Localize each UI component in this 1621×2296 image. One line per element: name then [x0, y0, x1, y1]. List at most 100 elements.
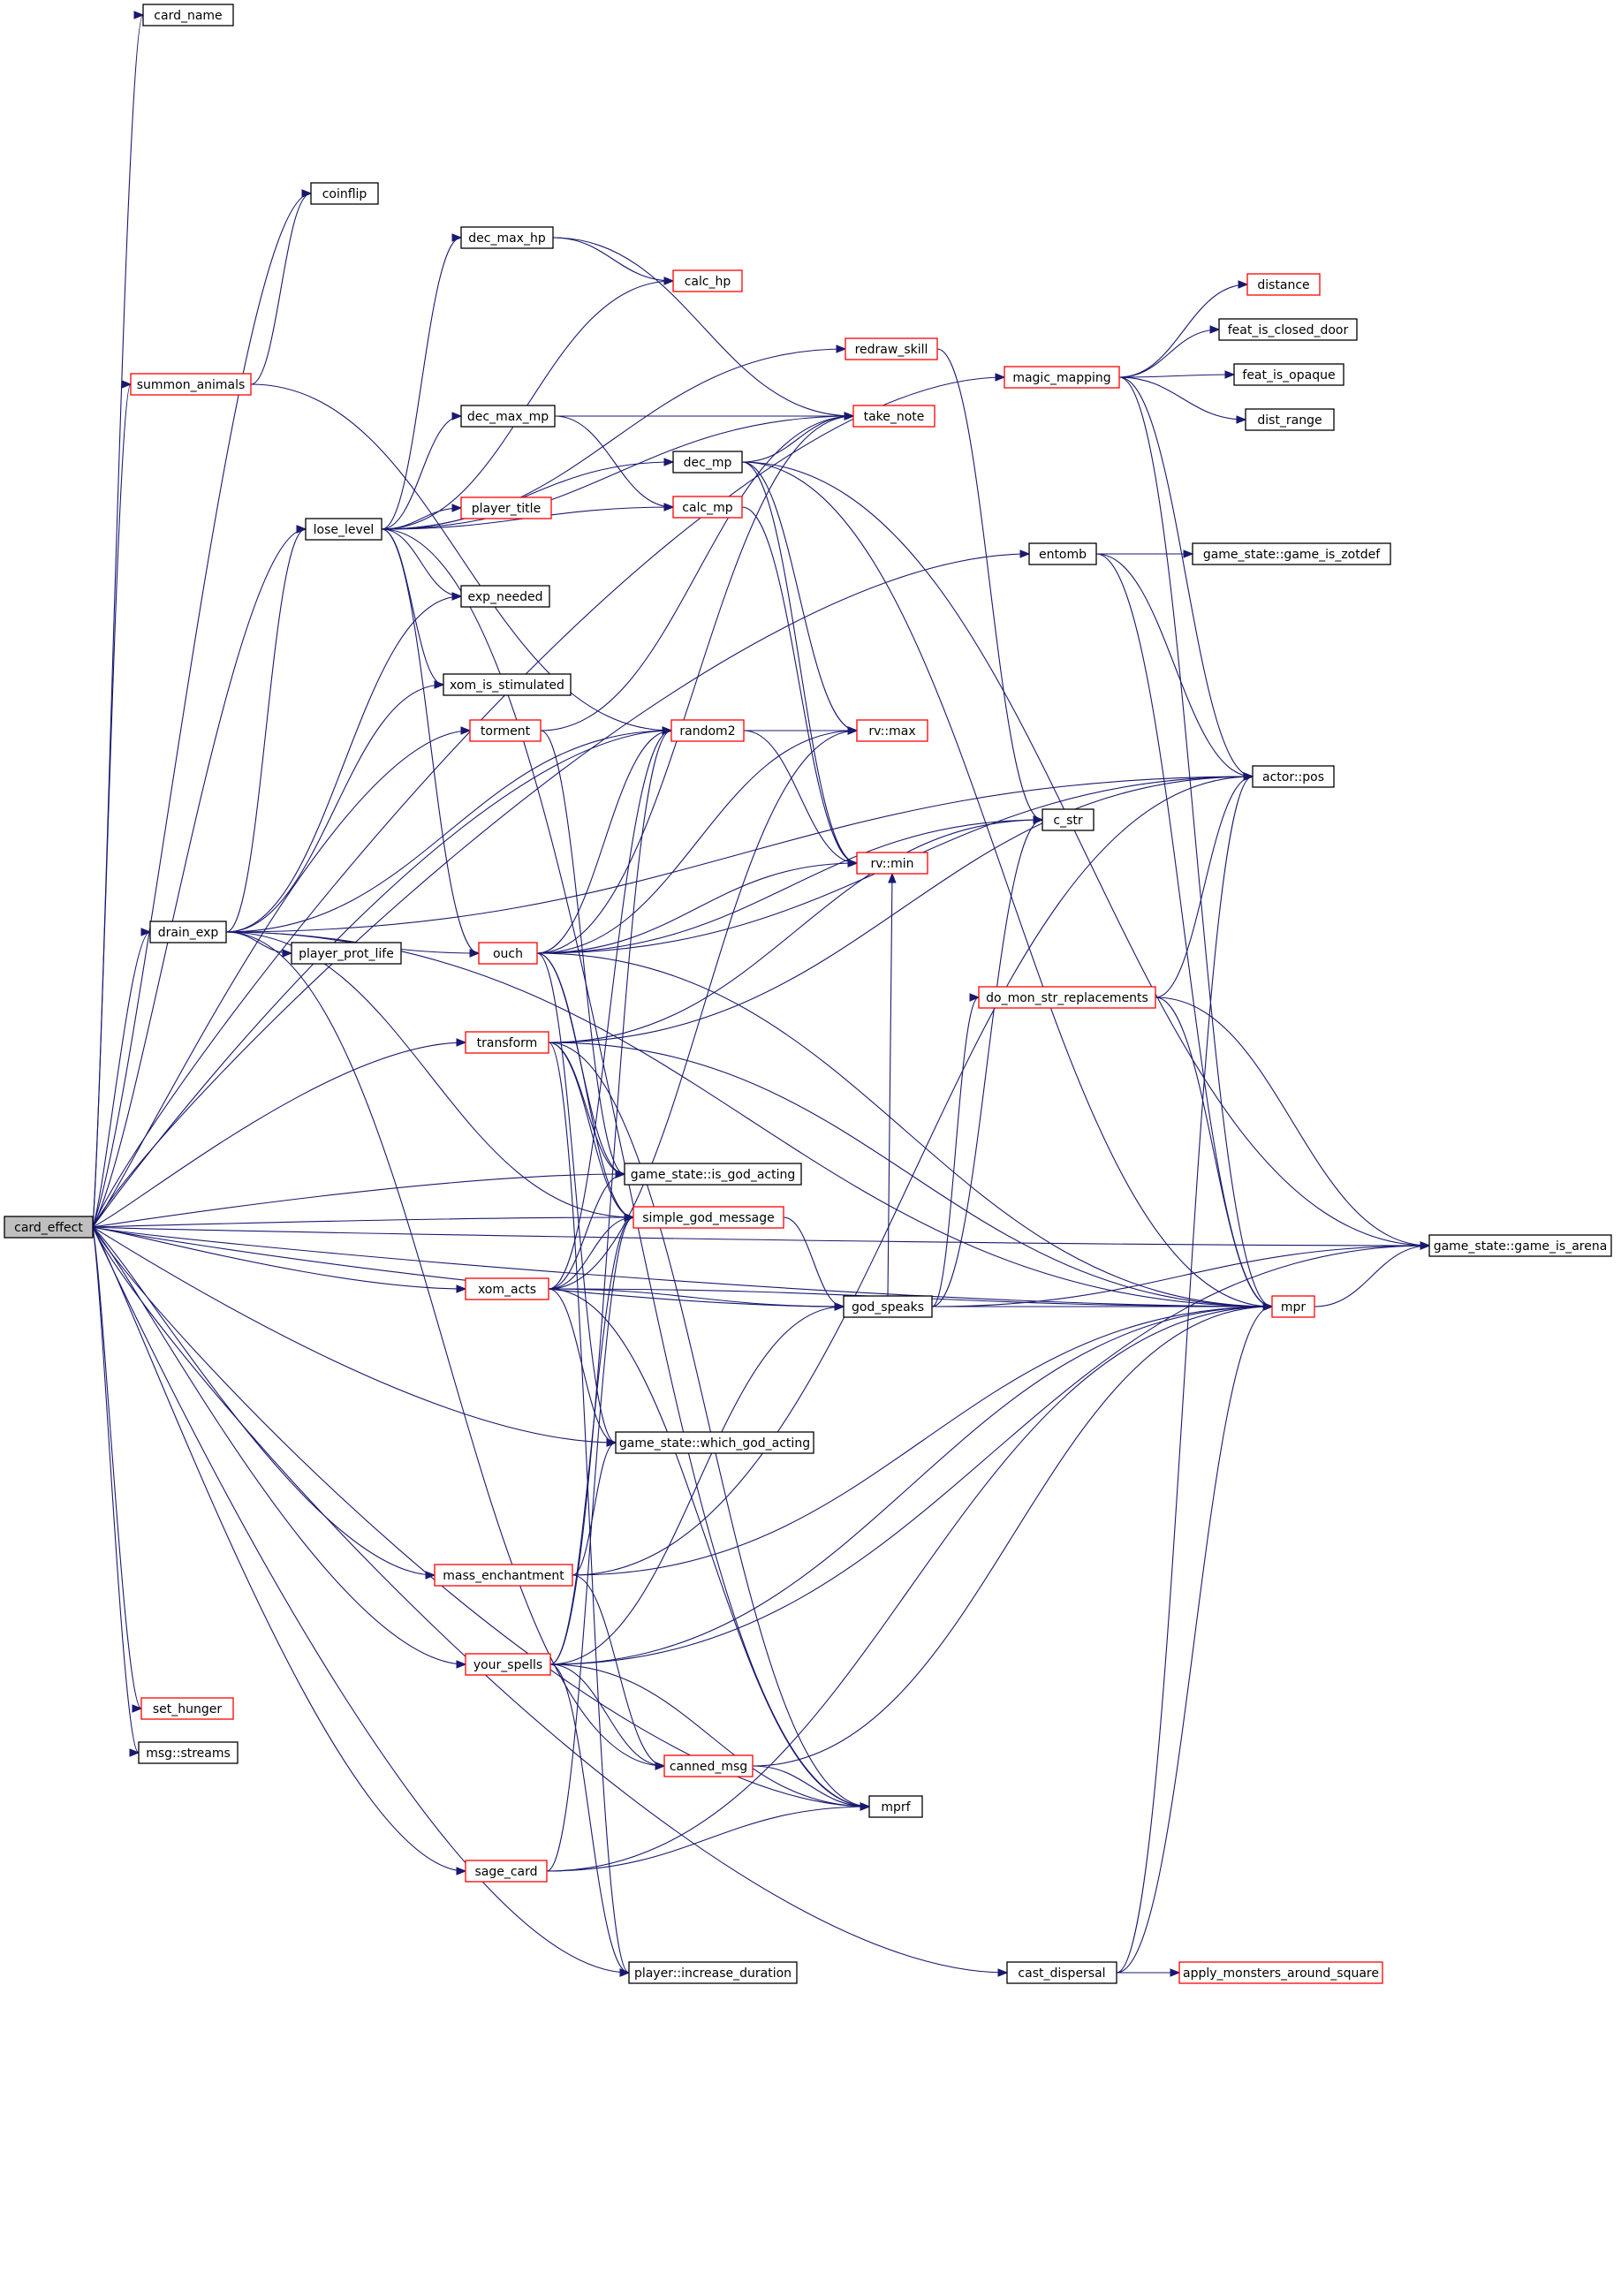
- node-is-god-acting[interactable]: game_state::is_god_acting: [624, 1163, 802, 1186]
- node-coinflip[interactable]: coinflip: [310, 182, 379, 205]
- node-box[interactable]: [460, 405, 556, 428]
- node-simple-god-message[interactable]: simple_god_message: [632, 1206, 784, 1229]
- node-box[interactable]: [465, 1653, 551, 1676]
- node-box[interactable]: [305, 518, 383, 541]
- node-box[interactable]: [149, 921, 227, 943]
- node-mass-enchantment[interactable]: mass_enchantment: [434, 1564, 573, 1587]
- node-box[interactable]: [142, 4, 234, 27]
- node-box[interactable]: [1006, 1961, 1117, 1984]
- node-god-speaks[interactable]: god_speaks: [843, 1295, 933, 1318]
- node-canned-msg[interactable]: canned_msg: [663, 1754, 754, 1777]
- node-box[interactable]: [632, 1206, 784, 1229]
- node-sage-card[interactable]: sage_card: [465, 1860, 548, 1883]
- node-box[interactable]: [478, 942, 538, 965]
- node-card-effect[interactable]: card_effect: [4, 1216, 94, 1239]
- node-summon-animals[interactable]: summon_animals: [130, 373, 252, 396]
- node-box[interactable]: [443, 673, 572, 696]
- node-take-note[interactable]: take_note: [852, 405, 935, 428]
- node-which-god-acting[interactable]: game_state::which_god_acting: [615, 1431, 814, 1454]
- node-apply-monsters[interactable]: apply_monsters_around_square: [1178, 1961, 1383, 1984]
- node-dec-max-hp[interactable]: dec_max_hp: [460, 226, 554, 249]
- node-box[interactable]: [663, 1754, 754, 1777]
- node-box[interactable]: [130, 373, 252, 396]
- node-rv-max[interactable]: rv::max: [856, 719, 928, 742]
- node-entomb[interactable]: entomb: [1028, 542, 1097, 565]
- node-card-name[interactable]: card_name: [142, 4, 234, 27]
- node-mpr[interactable]: mpr: [1271, 1295, 1315, 1318]
- node-box[interactable]: [856, 852, 928, 875]
- node-box[interactable]: [672, 451, 743, 474]
- node-box[interactable]: [1246, 273, 1321, 296]
- node-box[interactable]: [310, 182, 379, 205]
- node-random2[interactable]: random2: [670, 719, 745, 742]
- node-c-str[interactable]: c_str: [1042, 808, 1095, 831]
- node-box[interactable]: [1178, 1961, 1383, 1984]
- node-redraw-skill[interactable]: redraw_skill: [845, 337, 938, 360]
- node-feat-is-closed-door[interactable]: feat_is_closed_door: [1218, 318, 1358, 341]
- node-xom-is-stimulated[interactable]: xom_is_stimulated: [443, 673, 572, 696]
- node-box[interactable]: [1271, 1295, 1315, 1318]
- node-exp-needed[interactable]: exp_needed: [460, 585, 550, 608]
- node-box[interactable]: [460, 226, 554, 249]
- node-dec-max-mp[interactable]: dec_max_mp: [460, 405, 556, 428]
- node-dec-mp[interactable]: dec_mp: [672, 451, 743, 474]
- node-game-is-arena[interactable]: game_state::game_is_arena: [1428, 1234, 1612, 1257]
- node-box[interactable]: [460, 585, 550, 608]
- node-distance[interactable]: distance: [1246, 273, 1321, 296]
- node-cast-dispersal[interactable]: cast_dispersal: [1006, 1961, 1117, 1984]
- node-box[interactable]: [465, 1860, 548, 1883]
- node-lose-level[interactable]: lose_level: [305, 518, 383, 541]
- node-calc-hp[interactable]: calc_hp: [672, 269, 743, 292]
- node-torment[interactable]: torment: [469, 719, 542, 742]
- node-box[interactable]: [469, 719, 542, 742]
- node-box[interactable]: [670, 719, 745, 742]
- node-box[interactable]: [138, 1741, 239, 1764]
- node-box[interactable]: [1192, 542, 1391, 565]
- node-feat-is-opaque[interactable]: feat_is_opaque: [1233, 363, 1345, 386]
- node-box[interactable]: [856, 719, 928, 742]
- node-mprf[interactable]: mprf: [868, 1795, 923, 1818]
- node-box[interactable]: [1042, 808, 1095, 831]
- node-transform[interactable]: transform: [465, 1031, 549, 1054]
- node-box[interactable]: [1245, 408, 1335, 431]
- node-increase-duration[interactable]: player::increase_duration: [628, 1961, 798, 1984]
- node-rv-min[interactable]: rv::min: [856, 852, 928, 875]
- node-box[interactable]: [845, 337, 938, 360]
- node-box[interactable]: [978, 986, 1156, 1009]
- node-box[interactable]: [672, 269, 743, 292]
- node-box[interactable]: [1218, 318, 1358, 341]
- node-set-hunger[interactable]: set_hunger: [140, 1697, 234, 1720]
- node-box[interactable]: [628, 1961, 798, 1984]
- node-box[interactable]: [868, 1795, 923, 1818]
- node-box[interactable]: [460, 496, 552, 519]
- node-msg-streams[interactable]: msg::streams: [138, 1741, 239, 1764]
- node-player-prot-life[interactable]: player_prot_life: [291, 942, 402, 965]
- node-actor-pos[interactable]: actor::pos: [1252, 765, 1335, 788]
- node-box[interactable]: [624, 1163, 802, 1186]
- node-box[interactable]: [1233, 363, 1345, 386]
- node-box[interactable]: [1428, 1234, 1612, 1257]
- node-your-spells[interactable]: your_spells: [465, 1653, 551, 1676]
- node-box[interactable]: [465, 1031, 549, 1054]
- node-calc-mp[interactable]: calc_mp: [672, 496, 743, 519]
- node-drain-exp[interactable]: drain_exp: [149, 921, 227, 943]
- node-box[interactable]: [434, 1564, 573, 1587]
- node-box[interactable]: [4, 1216, 94, 1239]
- node-box[interactable]: [615, 1431, 814, 1454]
- node-box[interactable]: [852, 405, 935, 428]
- node-box[interactable]: [465, 1277, 549, 1300]
- node-xom-acts[interactable]: xom_acts: [465, 1277, 549, 1300]
- node-box[interactable]: [672, 496, 743, 519]
- node-ouch[interactable]: ouch: [478, 942, 538, 965]
- node-box[interactable]: [843, 1295, 933, 1318]
- node-game-is-zotdef[interactable]: game_state::game_is_zotdef: [1192, 542, 1391, 565]
- node-box[interactable]: [291, 942, 402, 965]
- node-box[interactable]: [140, 1697, 234, 1720]
- node-box[interactable]: [1004, 366, 1120, 389]
- node-dist-range[interactable]: dist_range: [1245, 408, 1335, 431]
- node-box[interactable]: [1028, 542, 1097, 565]
- node-player-title[interactable]: player_title: [460, 496, 552, 519]
- node-do-mon-str-replacements[interactable]: do_mon_str_replacements: [978, 986, 1156, 1009]
- node-magic-mapping[interactable]: magic_mapping: [1004, 366, 1120, 389]
- node-box[interactable]: [1252, 765, 1335, 788]
